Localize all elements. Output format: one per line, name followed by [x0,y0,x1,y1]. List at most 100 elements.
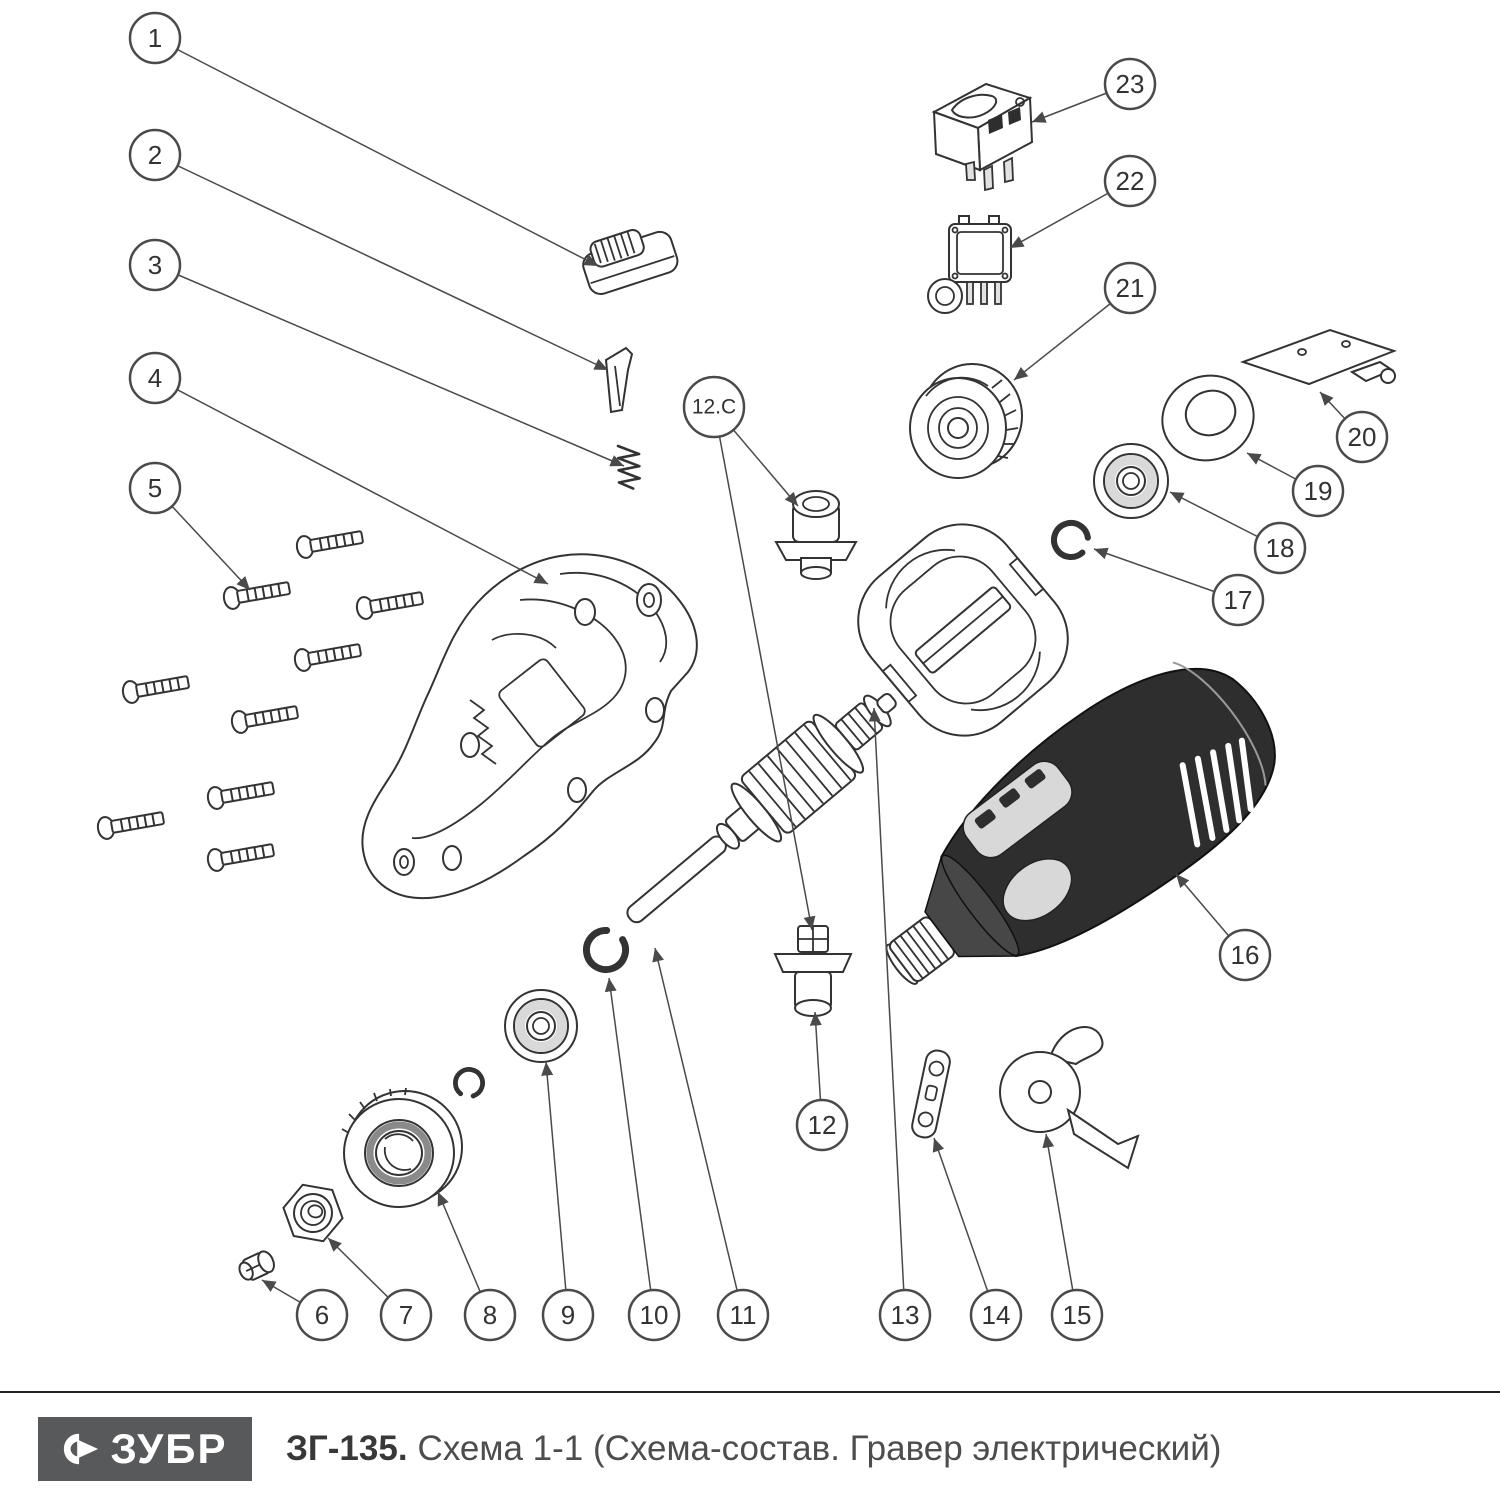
leader-10 [604,977,655,1316]
parts-layer [95,82,1397,1281]
part-rotor [626,693,897,924]
callout-13: 13 [878,1288,932,1342]
callout-23: 23 [1103,57,1157,111]
screw [205,776,277,812]
diagram-canvas: 1 2 3 4 5 6 7 8 9 10 11 12 12.C 13 14 15… [95,11,1397,1342]
callout-17-label: 17 [1224,585,1253,615]
screw [120,670,192,706]
leader-4 [154,377,549,585]
leader-11 [652,947,744,1316]
callout-10-label: 10 [640,1300,669,1330]
part-brush-holder [773,925,853,1017]
screw [294,525,366,561]
leader-13 [868,707,906,1316]
part-lock-lever [604,346,634,414]
screw [221,576,293,612]
leader-3 [154,264,625,467]
callout-4: 4 [128,351,182,405]
callout-12: 12 [795,1098,849,1152]
callout-23-label: 23 [1116,69,1145,99]
brand-logo-text: ЗУБР [110,1425,228,1472]
callout-6: 6 [295,1288,349,1342]
part-hanger [999,1026,1140,1170]
leader-15 [1042,1133,1078,1316]
callout-17: 17 [1211,573,1265,627]
part-stator [857,523,1069,737]
brand-logo-icon [64,1433,99,1465]
footer: ЗУБР ЗГ-135.Схема 1-1 (Схема-состав. Гра… [0,1391,1500,1502]
screw [354,586,426,622]
screw [95,806,167,842]
callout-2: 2 [128,128,182,182]
callout-12c: 12.C [682,375,746,439]
callout-2-label: 2 [148,140,162,170]
part-motor-housing [885,661,1276,985]
leader-9 [541,1061,569,1316]
callout-3-label: 3 [148,250,162,280]
part-circlip-small [453,1067,485,1099]
callout-9: 9 [541,1288,595,1342]
part-housing-half [361,553,698,900]
callout-18-label: 18 [1266,533,1295,563]
screw [205,838,277,874]
part-collet [238,1250,275,1281]
callout-4-label: 4 [148,363,162,393]
exploded-diagram: 1 2 3 4 5 6 7 8 9 10 11 12 12.C 13 14 15… [95,11,1397,1342]
callout-16: 16 [1218,928,1272,982]
callout-3: 3 [128,238,182,292]
callout-19-label: 19 [1304,476,1333,506]
part-switch-slider [582,228,679,296]
leader-1 [154,37,599,267]
callouts-layer: 1 2 3 4 5 6 7 8 9 10 11 12 12.C 13 14 15… [128,11,1389,1342]
part-bracket-plate [1239,328,1397,386]
part-circlip-rear [583,927,629,973]
diagram-subtitle: Схема 1-1 (Схема-состав. Гравер электрич… [417,1429,1222,1468]
part-rocker-switch [931,82,1034,192]
brand-logo: ЗУБР [38,1417,252,1481]
part-brush-holder-bracket [911,1049,951,1139]
callout-1: 1 [128,11,182,65]
diagram-title: ЗГ-135.Схема 1-1 (Схема-состав. Гравер э… [286,1429,1221,1469]
callout-20-label: 20 [1348,422,1377,452]
callout-1-label: 1 [148,23,162,53]
callout-11-label: 11 [730,1300,757,1330]
callout-7: 7 [379,1288,433,1342]
callout-21-label: 21 [1116,273,1145,303]
leader-12c-b [713,406,816,931]
screw [229,700,301,736]
callout-10: 10 [627,1288,681,1342]
callout-16-label: 16 [1231,940,1260,970]
part-spring [616,444,642,490]
callout-20: 20 [1335,410,1389,464]
callout-21: 21 [1103,261,1157,315]
part-rubber-ring [1161,374,1255,462]
callout-12-label: 12 [808,1110,837,1140]
part-potentiometer [927,215,1012,314]
callout-19: 19 [1291,464,1345,518]
callout-6-label: 6 [315,1300,329,1330]
callout-8-label: 8 [483,1300,497,1330]
leader-2 [154,154,609,371]
callout-11: 11 [716,1288,770,1342]
leader-14 [932,1137,997,1316]
callout-12c-label: 12.C [692,396,736,419]
callout-22: 22 [1103,154,1157,208]
callout-8: 8 [463,1288,517,1342]
part-brush-cap [774,490,858,580]
callout-14-label: 14 [982,1300,1011,1330]
callout-5: 5 [128,461,182,515]
diagram-model: ЗГ-135. [286,1429,408,1468]
callout-14: 14 [969,1288,1023,1342]
callout-15-label: 15 [1063,1300,1092,1330]
part-bearing-front [1093,443,1169,519]
part-circlip-front [1051,520,1091,560]
part-collar-nut [341,1087,463,1208]
screw [292,638,364,674]
part-clamp-nut [282,1183,344,1243]
callout-22-label: 22 [1116,166,1145,196]
callout-9-label: 9 [561,1300,575,1330]
callout-18: 18 [1253,521,1307,575]
part-bearing-rear [504,989,578,1063]
callout-5-label: 5 [148,473,162,503]
callout-7-label: 7 [399,1300,413,1330]
